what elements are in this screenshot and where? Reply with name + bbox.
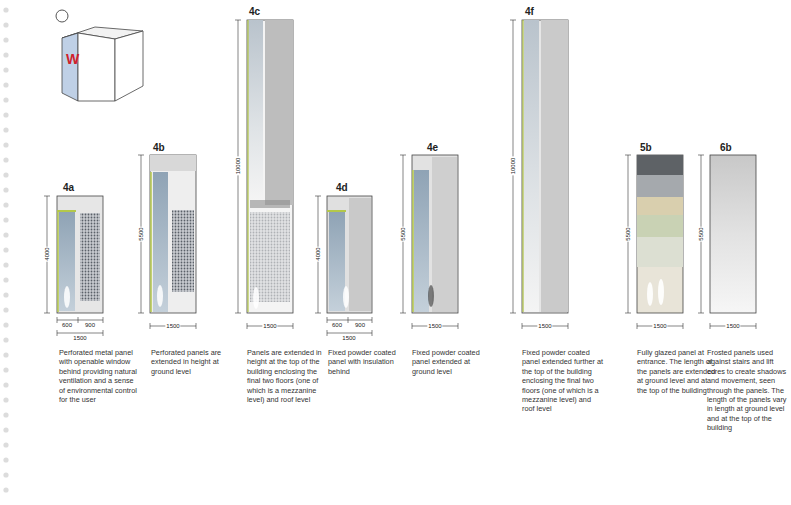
panel-note: Fixed powder coated panel extended at gr… <box>412 348 494 376</box>
panel-code: 4f <box>525 7 534 17</box>
elevation-marker: W <box>66 52 79 66</box>
panel-code: 4b <box>153 143 165 153</box>
width-dimension: 1500 <box>341 335 356 341</box>
width-dimension: 1500 <box>262 323 277 329</box>
panel-note: Perforated panels are extended in height… <box>151 348 233 376</box>
panel-note: Fully glazed panel at entrance. The leng… <box>637 348 719 395</box>
panel-note: Fixed powder coated panel extended furth… <box>522 348 604 414</box>
width-dimension: 1500 <box>725 323 740 329</box>
panel-note: Frosted panels used against stairs and l… <box>707 348 789 433</box>
panel-code: 5b <box>640 143 652 153</box>
panel-note: Panels are extended in height at the top… <box>247 348 329 404</box>
panel-code: 4a <box>63 183 74 193</box>
panel-code: 4e <box>427 143 438 153</box>
width-dimension: 1500 <box>165 323 180 329</box>
height-dimension: 5500 <box>625 226 631 241</box>
width-dimension: 1500 <box>537 323 552 329</box>
height-dimension: 4000 <box>315 246 321 261</box>
panel-note: Perforated metal panel with openable win… <box>59 348 141 404</box>
height-dimension: 5500 <box>400 226 406 241</box>
height-dimension: 10000 <box>235 157 241 176</box>
height-dimension: 5500 <box>138 226 144 241</box>
width-dimension: 1500 <box>652 323 667 329</box>
panel-code: 6b <box>720 143 732 153</box>
height-dimension: 10000 <box>510 157 516 176</box>
panel-code: 4c <box>249 7 260 17</box>
width-dimension: 600 <box>331 322 343 328</box>
panel-note: Fixed powder coated panel with insulatio… <box>328 348 410 376</box>
width-dimension: 1500 <box>72 335 87 341</box>
panel-code: 4d <box>336 183 348 193</box>
width-dimension: 900 <box>84 322 96 328</box>
height-dimension: 4000 <box>44 246 50 261</box>
width-dimension: 1500 <box>427 323 442 329</box>
height-dimension: 5500 <box>698 226 704 241</box>
width-dimension: 600 <box>61 322 73 328</box>
width-dimension: 900 <box>354 322 366 328</box>
